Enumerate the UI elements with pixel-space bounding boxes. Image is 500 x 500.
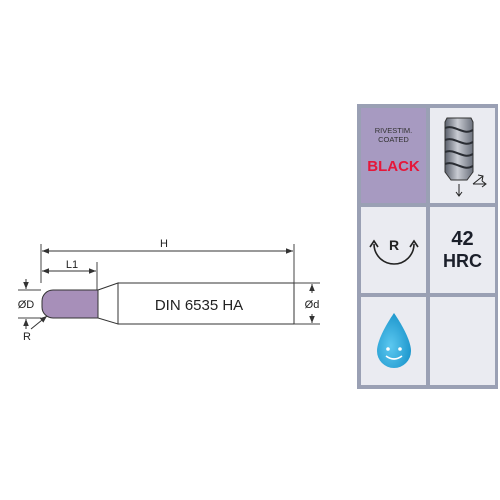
coating-label-line1: RIVESTIM. [374,126,413,135]
flute-cell [430,108,495,203]
coating-color: BLACK [367,158,420,175]
shank-standard-label: DIN 6535 HA [155,297,243,314]
dimension-r-label: R [23,331,31,343]
coolant-drop-icon [376,313,411,368]
radius-cell: R [361,207,426,293]
hardness-unit: HRC [443,251,482,271]
dimension-l1-label: L1 [66,259,78,271]
dimension-h-label: H [160,238,168,250]
coated-tool-tip [41,289,99,319]
hardness-value: 42 [451,228,474,250]
empty-cell [430,297,495,385]
helical-flute-icon [444,117,487,197]
hardness-cell: 42 HRC [430,207,495,293]
radius-symbol-label: R [388,237,398,253]
tool-shank [117,282,295,325]
coolant-cell [361,297,426,385]
tool-neck [97,282,119,325]
corner-radius-icon: R [368,237,419,265]
coating-label-line2: COATED [378,135,409,144]
spec-panel: RIVESTIM. COATED BLACK [357,104,498,389]
dimension-shank-d-label: Ød [305,299,320,311]
coating-cell: RIVESTIM. COATED BLACK [361,108,426,203]
dimension-d-label: ØD [18,299,35,311]
